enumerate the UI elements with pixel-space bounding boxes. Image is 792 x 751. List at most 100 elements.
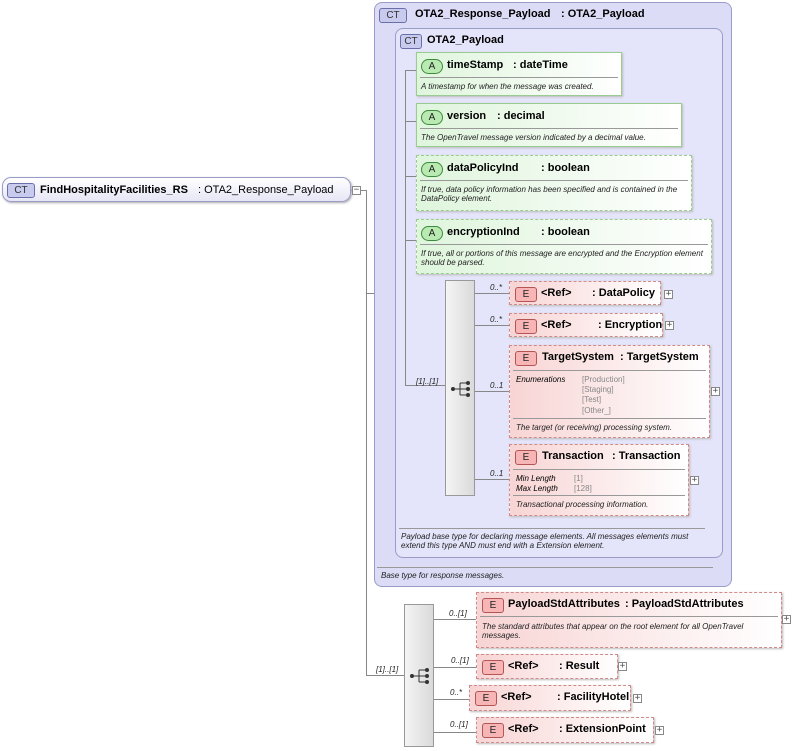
connector-seq-el-1 (475, 293, 509, 294)
attribute-type: : boolean (541, 226, 590, 238)
element-icon: E (515, 287, 537, 302)
element-cardinality: 0..1 (490, 381, 504, 390)
inner-sequence-cardinality: [1]..[1] (416, 377, 439, 386)
element-cardinality: 0..* (490, 283, 503, 292)
element-name: <Ref> (501, 691, 532, 703)
connector-outer-el-2 (434, 667, 476, 668)
element-cardinality: 0..* (490, 315, 503, 324)
connector-outer-el-3 (434, 699, 470, 700)
element-doc: The target (or receiving) processing sys… (516, 423, 673, 432)
element-name: <Ref> (541, 287, 572, 299)
attribute-icon: A (421, 110, 443, 125)
facet-label: Max Length (516, 484, 558, 493)
attribute-icon: A (421, 59, 443, 74)
expand-icon[interactable]: + (711, 386, 720, 396)
response-payload-doc: Base type for response messages. (381, 571, 505, 580)
element-icon: E (475, 691, 497, 706)
connector-inner-seq-v (405, 293, 406, 385)
outer-sequence-compositor[interactable] (404, 604, 434, 747)
connector-inner-seq-h (405, 385, 445, 386)
attribute-name: encryptionInd (447, 226, 520, 238)
facet-value: [1] (574, 474, 583, 483)
attribute-datapolicyind[interactable]: A dataPolicyInd : boolean If true, data … (416, 155, 692, 211)
enumerations-label: Enumerations (516, 375, 566, 384)
connector-outer-el-4 (434, 732, 476, 733)
root-name: FindHospitalityFacilities_RS (40, 184, 188, 196)
attribute-doc: If true, data policy information has bee… (421, 185, 678, 203)
element-type: : Encryption (598, 319, 663, 331)
element-transaction[interactable]: E Transaction : Transaction Min Length [… (509, 444, 689, 516)
attribute-encryptionind[interactable]: A encryptionInd : boolean If true, all o… (416, 219, 712, 274)
attribute-icon: A (421, 162, 443, 177)
element-type: : TargetSystem (620, 351, 699, 363)
connector-root-v (366, 190, 367, 675)
attribute-name: dataPolicyInd (447, 162, 519, 174)
element-datapolicy[interactable]: E <Ref> : DataPolicy (509, 281, 661, 305)
connector-attr-4 (405, 240, 416, 241)
attribute-name: timeStamp (447, 59, 504, 71)
element-type: : Result (559, 660, 600, 672)
complex-type-icon: CT (400, 34, 422, 49)
expand-icon[interactable]: + (633, 693, 642, 703)
response-payload-name: OTA2_Response_Payload (415, 8, 551, 20)
element-targetsystem[interactable]: E TargetSystem : TargetSystem Enumeratio… (509, 345, 710, 438)
element-payloadstdattributes[interactable]: E PayloadStdAttributes : PayloadStdAttri… (476, 592, 782, 648)
element-name: <Ref> (508, 660, 539, 672)
element-extensionpoint[interactable]: E <Ref> : ExtensionPoint (476, 717, 654, 743)
root-complex-type[interactable]: CT FindHospitalityFacilities_RS : OTA2_R… (2, 177, 351, 202)
facet-label: Min Length (516, 474, 556, 483)
attribute-doc: A timestamp for when the message was cre… (421, 82, 594, 91)
connector-seq-el-2 (475, 325, 509, 326)
element-facilityhotel[interactable]: E <Ref> : FacilityHotel (469, 685, 631, 711)
attribute-type: : boolean (541, 162, 590, 174)
element-cardinality: 0..[1] (449, 609, 467, 618)
element-type: : Transaction (612, 450, 681, 462)
element-result[interactable]: E <Ref> : Result (476, 654, 618, 679)
attribute-version[interactable]: A version : decimal The OpenTravel messa… (416, 103, 682, 147)
inner-sequence-compositor[interactable] (445, 280, 475, 496)
connector-seq-el-4 (475, 479, 509, 480)
connector-attr-3 (405, 176, 416, 177)
connector-attr-1 (405, 70, 416, 71)
attribute-type: : dateTime (513, 59, 568, 71)
element-type: : DataPolicy (592, 287, 655, 299)
element-icon: E (515, 450, 537, 465)
expand-icon[interactable]: + (690, 475, 699, 485)
enum-value: [Test] (582, 395, 602, 404)
element-name: PayloadStdAttributes (508, 598, 620, 610)
element-encryption[interactable]: E <Ref> : Encryption (509, 313, 663, 337)
element-icon: E (515, 319, 537, 334)
attribute-doc: The OpenTravel message version indicated… (421, 133, 646, 142)
element-type: : FacilityHotel (557, 691, 630, 703)
element-cardinality: 0..* (450, 688, 463, 697)
enum-value: [Other_] (582, 406, 611, 415)
expand-icon[interactable]: + (664, 289, 673, 299)
collapse-icon[interactable]: − (352, 185, 361, 195)
expand-icon[interactable]: + (618, 661, 627, 671)
response-payload-type-ref: : OTA2_Payload (561, 8, 645, 20)
complex-type-icon: CT (7, 183, 35, 198)
attribute-doc: If true, all or portions of this message… (421, 249, 703, 267)
outer-sequence-cardinality: [1]..[1] (376, 665, 399, 674)
element-name: <Ref> (541, 319, 572, 331)
payload-doc: Payload base type for declaring message … (401, 532, 689, 550)
element-icon: E (482, 660, 504, 675)
enum-value: [Production] (582, 375, 625, 384)
attribute-type: : decimal (497, 110, 545, 122)
element-cardinality: 0..[1] (450, 720, 468, 729)
enum-value: [Staging] (582, 385, 614, 394)
expand-icon[interactable]: + (782, 614, 791, 624)
element-doc: Transactional processing information. (516, 500, 649, 509)
connector-seq-el-3 (475, 391, 509, 392)
attribute-timestamp[interactable]: A timeStamp : dateTime A timestamp for w… (416, 52, 622, 96)
element-icon: E (515, 351, 537, 366)
element-type: : PayloadStdAttributes (625, 598, 744, 610)
element-cardinality: 0..[1] (451, 656, 469, 665)
element-type: : ExtensionPoint (559, 723, 646, 735)
expand-icon[interactable]: + (655, 725, 664, 735)
connector-attr-2 (405, 121, 416, 122)
expand-icon[interactable]: + (665, 320, 674, 330)
complex-type-icon: CT (379, 8, 407, 23)
root-type: : OTA2_Response_Payload (198, 184, 334, 196)
attribute-icon: A (421, 226, 443, 241)
